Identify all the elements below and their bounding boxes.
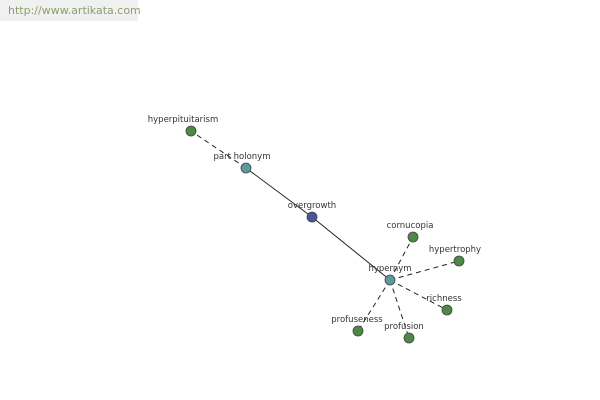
edge-hypernym-cornucopia [389,236,414,281]
node-marker[interactable] [407,231,419,243]
node-hypernym[interactable]: hypernym [368,264,412,286]
node-label: part holonym [214,152,271,162]
edge-overgrowth-hypernym [311,216,391,281]
edge-hypernym-hypertrophy [389,260,460,281]
site-url-link[interactable]: http://www.artikata.com [8,4,141,17]
node-marker[interactable] [352,325,364,337]
node-label: profuseness [331,315,383,325]
node-hyperpituitarism[interactable]: hyperpituitarism [148,115,218,137]
node-marker[interactable] [306,211,318,223]
node-marker[interactable] [384,274,396,286]
edge-overgrowth-part-holonym [245,167,313,218]
edge-hypernym-profusion [389,279,410,339]
node-label: overgrowth [288,201,336,211]
node-marker[interactable] [240,162,252,174]
node-marker[interactable] [453,255,465,267]
edges-layer [190,130,460,339]
node-marker[interactable] [185,125,197,137]
node-label: hypernym [368,264,411,274]
edge-part-holonym-hyperpituitarism [190,130,247,169]
node-label: hypertrophy [429,245,481,255]
node-hypertrophy[interactable]: hypertrophy [429,245,481,267]
nodes-layer: overgrowth part holonym hypernym hyperpitui… [148,115,481,344]
node-part-holonym[interactable]: part holonym [214,152,271,174]
node-profusion[interactable]: profusion [384,322,424,344]
node-overgrowth[interactable]: overgrowth [288,201,336,223]
node-cornucopia[interactable]: cornucopia [387,221,434,243]
node-label: profusion [384,322,424,332]
node-label: richness [426,294,462,304]
site-banner: http://www.artikata.com [0,0,141,21]
node-label: hyperpituitarism [148,115,218,125]
node-marker[interactable] [441,304,453,316]
node-marker[interactable] [403,332,415,344]
node-label: cornucopia [387,221,434,231]
node-richness[interactable]: richness [426,294,462,316]
edge-hypernym-profuseness [357,279,391,332]
edge-hypernym-richness [389,279,448,311]
node-profuseness[interactable]: profuseness [331,315,383,337]
